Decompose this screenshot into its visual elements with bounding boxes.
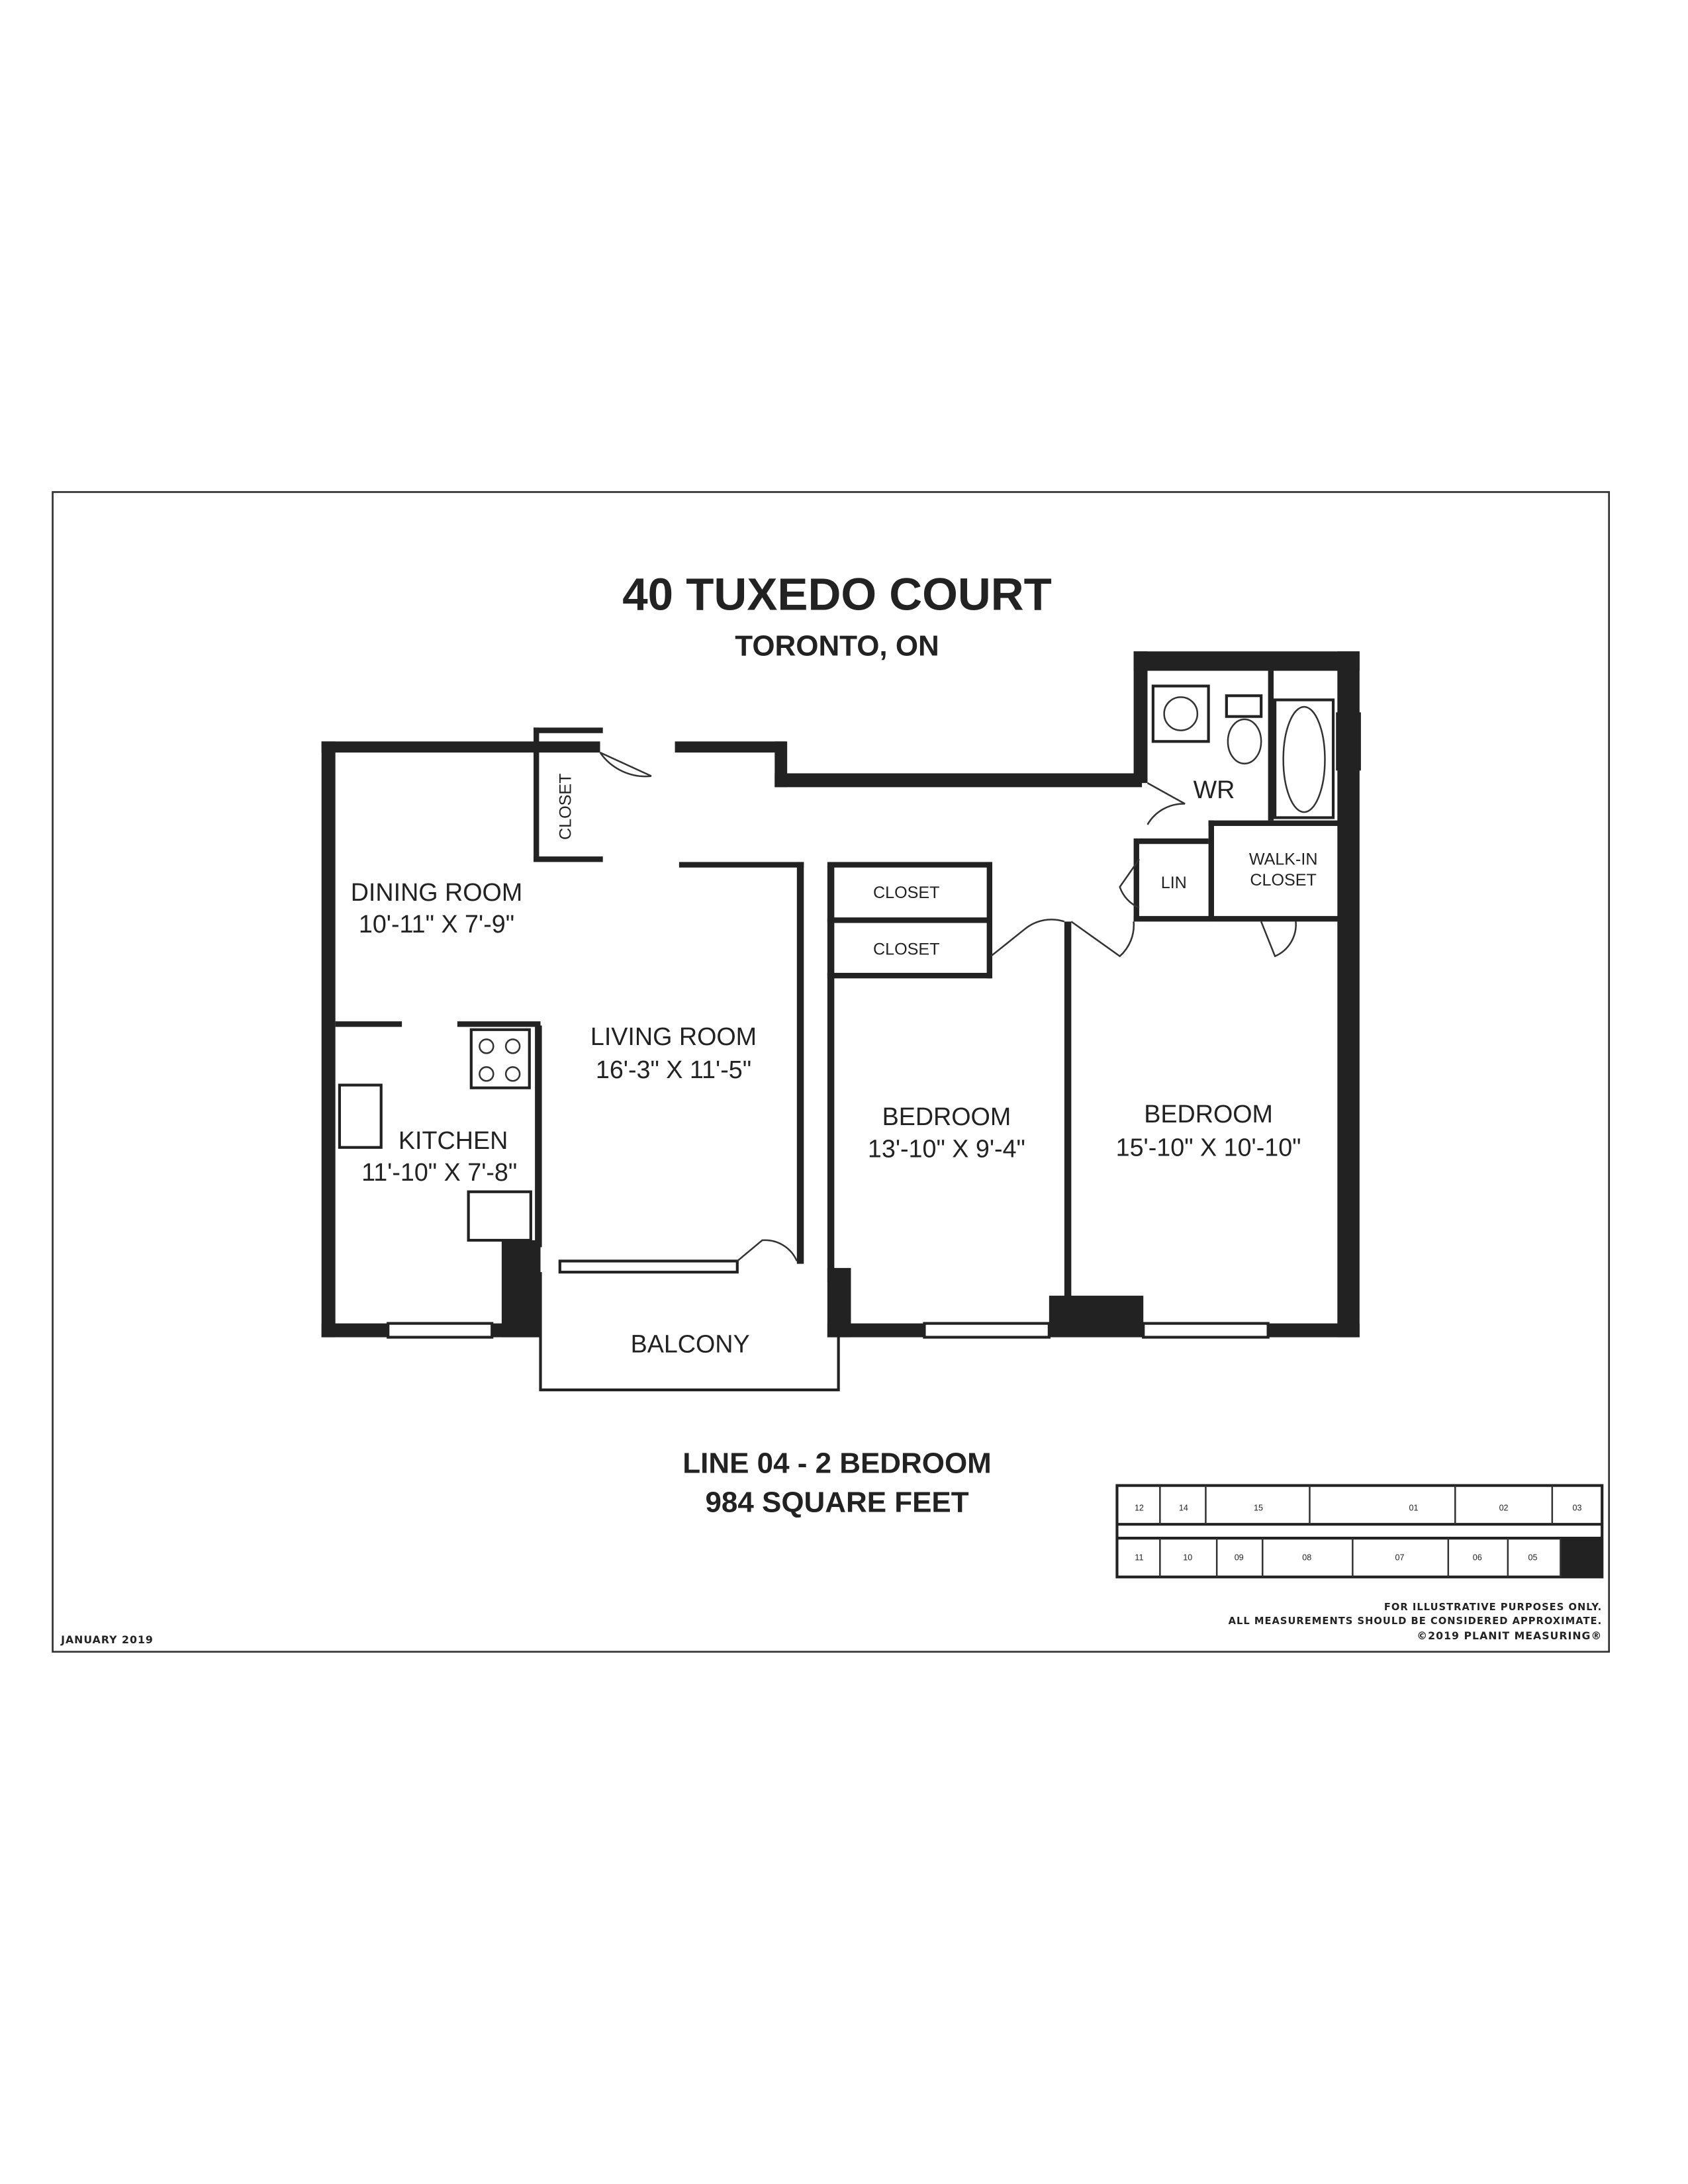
key-plan: 12 14 15 01 02 03 11 10 09 08 07 06 05 xyxy=(1115,1484,1604,1578)
living-room-label: LIVING ROOM xyxy=(590,1023,757,1050)
date-label: JANUARY 2019 xyxy=(60,1633,154,1646)
key-unit-05: 05 xyxy=(1528,1553,1538,1563)
key-unit-02: 02 xyxy=(1499,1503,1509,1512)
key-unit-08: 08 xyxy=(1302,1553,1311,1563)
key-unit-09: 09 xyxy=(1235,1553,1244,1563)
door-swings xyxy=(599,751,1297,1262)
building-title: 40 TUXEDO COURT xyxy=(622,568,1052,619)
key-unit-11: 11 xyxy=(1135,1553,1143,1563)
disclaimer-1: FOR ILLUSTRATIVE PURPOSES ONLY. xyxy=(1384,1602,1602,1613)
walkin-label-2: CLOSET xyxy=(1250,871,1316,889)
closet-1-label: CLOSET xyxy=(873,884,939,902)
kitchen-label: KITCHEN xyxy=(399,1126,508,1154)
balcony xyxy=(539,1272,840,1392)
disclaimer-2: ALL MEASUREMENTS SHOULD BE CONSIDERED AP… xyxy=(1229,1615,1603,1627)
bedroom-2-dims: 15'-10" X 10'-10" xyxy=(1116,1133,1301,1161)
key-unit-14: 14 xyxy=(1179,1503,1188,1512)
windows xyxy=(387,712,1361,1339)
balcony-label: BALCONY xyxy=(631,1330,750,1358)
bedroom-1-label: BEDROOM xyxy=(882,1103,1011,1130)
lin-label: LIN xyxy=(1161,874,1187,892)
key-unit-10: 10 xyxy=(1183,1553,1192,1563)
unit-line-label: LINE 04 - 2 BEDROOM xyxy=(682,1447,991,1480)
key-unit-07: 07 xyxy=(1395,1553,1405,1563)
unit-walls xyxy=(321,651,1360,1338)
dining-room-label: DINING ROOM xyxy=(351,878,523,906)
key-unit-01: 01 xyxy=(1409,1503,1418,1512)
walkin-label-1: WALK-IN xyxy=(1249,850,1318,869)
key-unit-06: 06 xyxy=(1473,1553,1482,1563)
unit-area-label: 984 SQUARE FEET xyxy=(705,1486,968,1518)
wr-label: WR xyxy=(1194,776,1235,803)
fixtures xyxy=(338,684,1335,1242)
key-unit-12: 12 xyxy=(1135,1503,1144,1512)
bedroom-2-label: BEDROOM xyxy=(1144,1100,1273,1128)
living-room-dims: 16'-3" X 11'-5" xyxy=(596,1056,751,1083)
dining-room-dims: 10'-11" X 7'-9" xyxy=(359,910,514,938)
sheet-border xyxy=(52,491,1611,1653)
copyright: ©2019 PLANIT MEASURING® xyxy=(1417,1629,1602,1642)
kitchen-dims: 11'-10" X 7'-8" xyxy=(361,1158,517,1186)
closet-2-label: CLOSET xyxy=(873,940,939,959)
key-unit-15: 15 xyxy=(1254,1503,1263,1512)
city-subtitle: TORONTO, ON xyxy=(735,630,939,662)
closet-vertical-label: CLOSET xyxy=(557,773,575,839)
key-unit-03: 03 xyxy=(1573,1503,1582,1512)
bedroom-1-dims: 13'-10" X 9'-4" xyxy=(868,1134,1025,1162)
